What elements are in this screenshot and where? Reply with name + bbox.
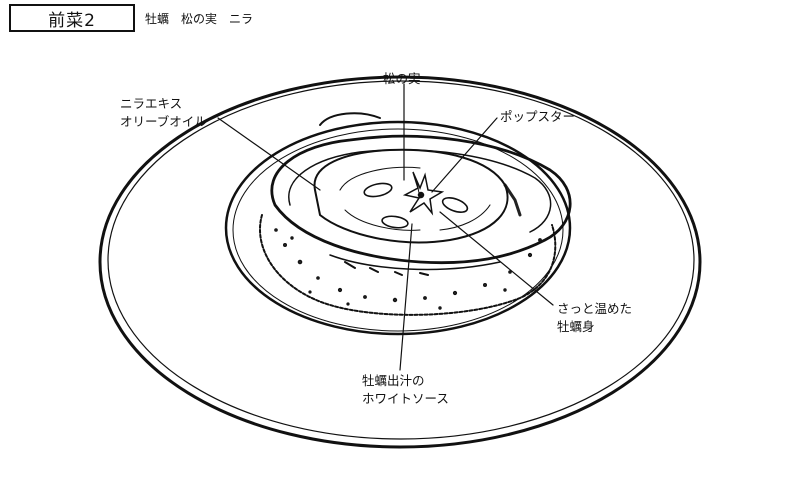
annotation-pop-star: ポップスター: [500, 109, 576, 124]
annotation-pine-nuts: 松の実: [383, 71, 421, 86]
annotation-nira-extract: ニラエキス オリーブオイル: [120, 95, 207, 131]
crumble-bed: [259, 214, 557, 316]
pop-star-garnish: [402, 171, 445, 216]
crumble-texture: [274, 228, 542, 310]
white-sauce-line2: ホワイトソース: [362, 391, 449, 406]
nira-extract-line2: オリーブオイル: [120, 114, 207, 129]
warmed-oyster-line1: さっと温めた: [557, 301, 633, 316]
plate-inner-well: [224, 120, 572, 336]
leader-lines: [217, 83, 554, 371]
dish-title: 牡蠣 松の実 ニラ: [145, 12, 254, 26]
white-sauce-line1: 牡蠣出汁の: [362, 373, 425, 388]
plate-outer-rim: [98, 75, 702, 449]
annotation-warmed-oyster: さっと温めた 牡蠣身: [557, 300, 632, 336]
course-label: 前菜2: [9, 4, 135, 32]
oyster-shell: [270, 112, 572, 276]
pine-nuts: [363, 182, 469, 229]
oyster-meat: [313, 148, 509, 244]
warmed-oyster-line2: 牡蠣身: [557, 319, 595, 334]
annotation-white-sauce: 牡蠣出汁の ホワイトソース: [362, 372, 449, 408]
nira-extract-line1: ニラエキス: [120, 96, 183, 111]
